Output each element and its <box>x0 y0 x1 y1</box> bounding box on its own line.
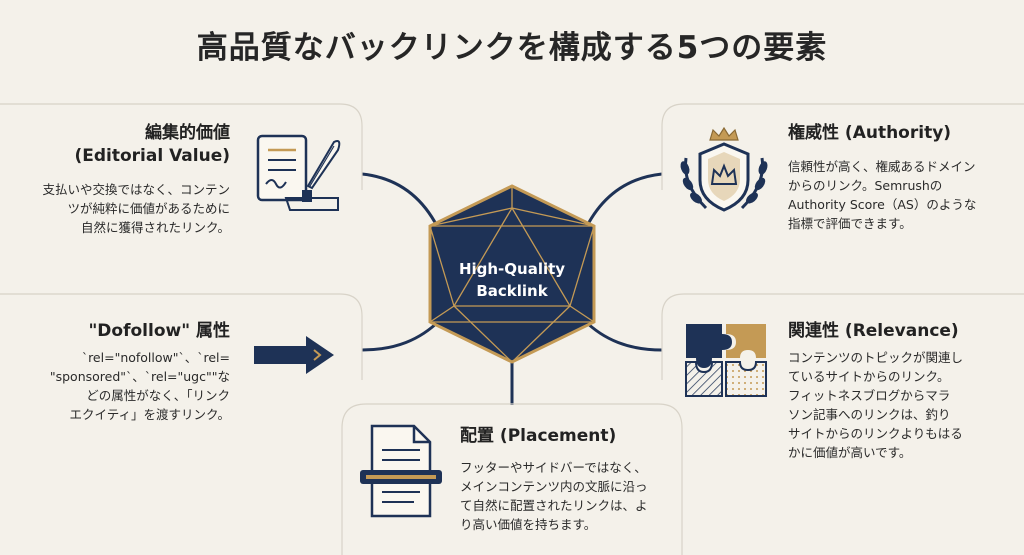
quill-document-icon <box>256 134 341 211</box>
center-polyhedron-icon <box>428 184 596 364</box>
authority-description: 信頼性が高く、権威あるドメイン からのリンク。Semrushの Authorit… <box>788 159 977 231</box>
relevance-title: 関連性 (Relevance) <box>788 321 959 341</box>
puzzle-icon <box>685 324 767 397</box>
connector-authority <box>582 172 663 233</box>
dofollow-description: `rel="nofollow"`、`rel= "sponsored"`、`rel… <box>49 350 230 422</box>
dofollow-title: "Dofollow" 属性 <box>88 321 230 341</box>
center-label: High-Quality Backlink <box>458 260 566 300</box>
editorial-title: 編集的価値 (Editorial Value) <box>74 123 230 166</box>
document-highlight-icon <box>360 424 442 518</box>
crown-shield-icon <box>680 126 768 212</box>
page-title: 高品質なバックリンクを構成する5つの要素 <box>196 30 828 66</box>
arrow-icon <box>254 336 334 374</box>
connector-editorial <box>361 172 442 233</box>
relevance-description: コンテンツのトピックが関連し ているサイトからのリンク。 フィットネスブログから… <box>788 350 964 460</box>
connector-dofollow <box>361 318 442 352</box>
placement-title: 配置 (Placement) <box>460 426 617 446</box>
editorial-description: 支払いや交換ではなく、コンテン ツが純粋に価値があるために 自然に獲得されたリン… <box>42 182 230 235</box>
connector-relevance <box>582 318 663 352</box>
placement-description: フッターやサイドバーではなく、 メインコンテンツ内の文脈に沿っ て自然に配置され… <box>460 460 648 532</box>
authority-title: 権威性 (Authority) <box>788 123 952 143</box>
